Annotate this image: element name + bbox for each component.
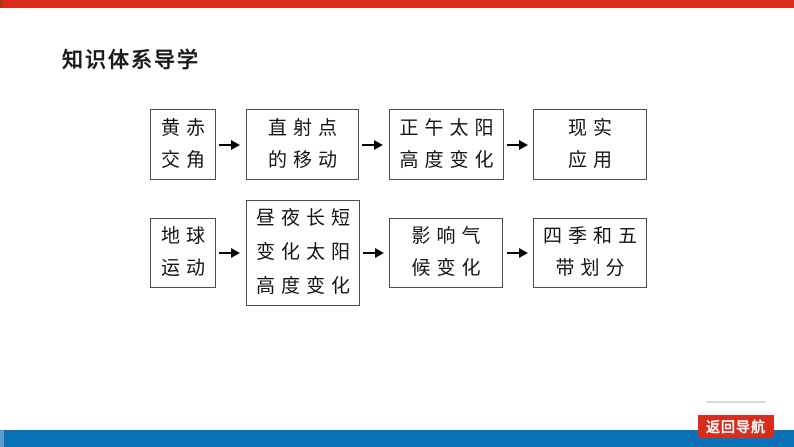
top-accent-bar: [0, 0, 794, 8]
box-text-line: 高度变化: [399, 149, 500, 171]
box-text-line: 直射点: [267, 117, 343, 139]
flowchart-box-subsolar-point-movement: 直射点 的移动: [246, 109, 359, 180]
bottom-accent-bar: [0, 430, 794, 447]
flowchart-box-climate-change-influence: 影响气 候变化: [389, 218, 503, 288]
box-text-line: 变化太阳: [255, 242, 356, 263]
box-text-line: 应用: [567, 149, 618, 171]
arrow-right-icon: [507, 248, 528, 258]
bottom-accent-bar-edge: [0, 430, 4, 447]
page-title: 知识体系导学: [62, 49, 200, 72]
box-text-line: 影响气: [411, 226, 487, 247]
flowchart-box-yellow-red-angle: 黄赤 交角: [150, 109, 216, 180]
box-text-line: 候变化: [411, 258, 487, 279]
flowchart-box-day-night-length-sun-altitude: 昼夜长短 变化太阳 高度变化: [246, 200, 360, 306]
return-button-shadow: [706, 401, 766, 403]
box-text-line: 高度变化: [255, 276, 356, 297]
box-text-line: 交角: [160, 149, 211, 171]
box-text-line: 现实: [567, 117, 618, 139]
box-text-line: 运动: [160, 258, 211, 279]
box-text-line: 黄赤: [160, 117, 211, 139]
box-text-line: 四季和五: [542, 226, 643, 247]
arrow-right-icon: [219, 140, 240, 150]
box-text-line: 昼夜长短: [255, 208, 356, 229]
return-navigation-button[interactable]: 返回导航: [698, 415, 774, 438]
arrow-right-icon: [507, 140, 528, 150]
arrow-right-icon: [219, 248, 240, 258]
box-text-line: 地球: [160, 226, 211, 247]
arrow-right-icon: [363, 248, 384, 258]
flowchart-box-earth-motion: 地球 运动: [150, 218, 216, 288]
top-accent-bar-edge: [0, 0, 3, 8]
flowchart-box-noon-sun-altitude-change: 正午太阳 高度变化: [389, 109, 504, 180]
box-text-line: 带划分: [555, 258, 631, 279]
flowchart-box-real-world-application: 现实 应用: [533, 109, 647, 180]
box-text-line: 的移动: [267, 149, 343, 171]
box-text-line: 正午太阳: [399, 117, 500, 139]
flowchart-box-four-seasons-five-zones: 四季和五 带划分: [533, 218, 647, 288]
arrow-right-icon: [362, 140, 383, 150]
